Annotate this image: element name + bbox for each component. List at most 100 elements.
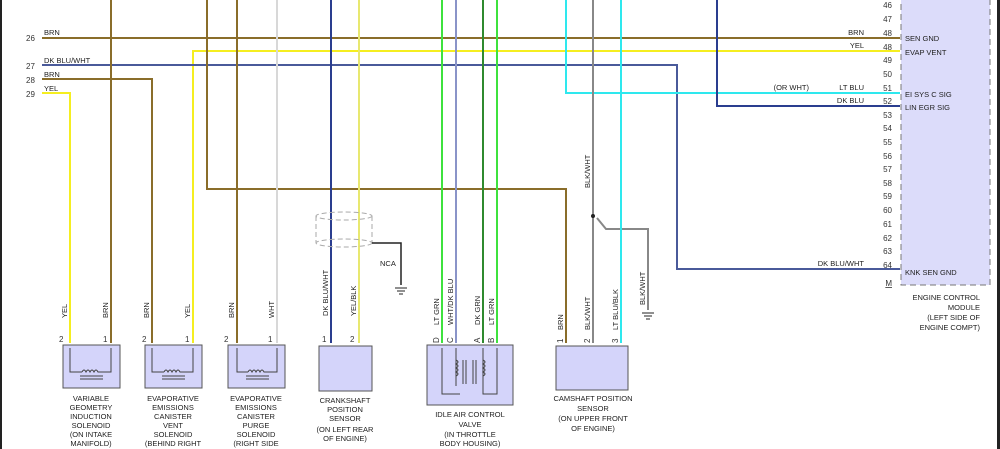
vgis-solenoid [62,344,121,389]
svg-text:64: 64 [883,261,892,270]
svg-text:LIN EGR SIG: LIN EGR SIG [905,103,950,112]
svg-text:BLK/WHT: BLK/WHT [583,154,592,188]
svg-text:2: 2 [350,335,355,344]
ecm-box [900,0,991,286]
svg-text:BRN: BRN [227,302,236,318]
svg-text:28: 28 [26,76,35,85]
svg-text:DK BLU/WHT: DK BLU/WHT [321,269,330,316]
svg-text:BLK/WHT: BLK/WHT [638,271,647,305]
svg-text:OF ENGINE): OF ENGINE) [571,424,615,433]
svg-text:(RIGHT SIDE: (RIGHT SIDE [233,439,278,448]
evap-vent-solenoid [144,344,203,389]
nca-label: NCA [380,259,396,268]
svg-text:SOLENOID: SOLENOID [72,421,111,430]
svg-text:LT BLU: LT BLU [839,83,864,92]
svg-text:BRN: BRN [142,302,151,318]
svg-text:GEOMETRY: GEOMETRY [70,403,113,412]
svg-text:IDLE AIR CONTROL: IDLE AIR CONTROL [435,410,505,419]
svg-text:EMISSIONS: EMISSIONS [235,403,277,412]
svg-text:LT GRN: LT GRN [432,298,441,325]
svg-text:1: 1 [185,335,190,344]
svg-text:61: 61 [883,220,892,229]
ecm-signals: SEN GND EVAP VENT EI SYS C SIG LIN EGR S… [905,34,957,277]
svg-text:OF ENGINE): OF ENGINE) [323,434,367,443]
svg-text:EVAP VENT: EVAP VENT [905,48,947,57]
crankshaft-sensor [318,345,373,392]
svg-text:63: 63 [883,247,892,256]
ckp-shield: NCA [315,211,402,285]
svg-text:52: 52 [883,97,892,106]
wire-yel-evap-vent [192,50,900,343]
svg-text:2: 2 [224,335,229,344]
svg-text:DK BLU: DK BLU [837,96,864,105]
svg-text:57: 57 [883,165,892,174]
wire-labels: YEL BRN BRN YEL BRN WHT DK BLU/WHT YEL/B… [60,154,647,330]
connector-id: M [885,279,892,288]
svg-text:50: 50 [883,70,892,79]
svg-text:(LEFT SIDE OF: (LEFT SIDE OF [927,313,980,322]
svg-text:51: 51 [883,84,892,93]
right-edge [997,0,1000,449]
svg-text:(ON UPPER FRONT: (ON UPPER FRONT [558,414,628,423]
svg-text:(IN THROTTLE: (IN THROTTLE [444,430,496,439]
svg-text:48: 48 [883,29,892,38]
wire-dkblu-52 [716,0,900,107]
svg-text:YEL: YEL [44,84,58,93]
svg-text:DK GRN: DK GRN [473,296,482,325]
svg-text:YEL: YEL [850,41,864,50]
svg-text:55: 55 [883,138,892,147]
svg-text:B: B [487,338,496,343]
svg-text:VENT: VENT [163,421,183,430]
svg-text:2: 2 [583,338,592,343]
svg-text:BRN: BRN [101,302,110,318]
ecm-label: ENGINE CONTROL MODULE (LEFT SIDE OF ENGI… [912,293,980,332]
svg-text:EVAPORATIVE: EVAPORATIVE [230,394,282,403]
svg-text:SENSOR: SENSOR [577,404,609,413]
svg-text:EVAPORATIVE: EVAPORATIVE [147,394,199,403]
svg-text:53: 53 [883,111,892,120]
left-edge [0,0,2,449]
svg-text:SOLENOID: SOLENOID [237,430,276,439]
wire-brn-cam [206,0,567,343]
svg-text:SENSOR: SENSOR [329,414,361,423]
svg-text:VARIABLE: VARIABLE [73,394,109,403]
svg-text:1: 1 [322,335,327,344]
svg-text:CANISTER: CANISTER [237,412,276,421]
svg-text:D: D [432,337,441,343]
svg-text:(ON INTAKE: (ON INTAKE [70,430,112,439]
svg-text:3: 3 [611,338,620,343]
svg-text:1: 1 [103,335,108,344]
svg-text:WHT: WHT [267,301,276,318]
svg-text:C: C [446,337,455,343]
svg-text:EMISSIONS: EMISSIONS [152,403,194,412]
svg-text:BLK/WHT: BLK/WHT [583,296,592,330]
svg-text:60: 60 [883,206,892,215]
svg-text:YEL/BLK: YEL/BLK [349,286,358,316]
svg-text:VALVE: VALVE [458,420,481,429]
splice-dot [591,214,595,218]
svg-text:62: 62 [883,234,892,243]
svg-text:1: 1 [268,335,273,344]
svg-text:49: 49 [883,56,892,65]
svg-text:BRN: BRN [556,314,565,330]
svg-text:SOLENOID: SOLENOID [154,430,193,439]
svg-text:2: 2 [142,335,147,344]
svg-text:MANIFOLD): MANIFOLD) [70,439,112,448]
svg-text:59: 59 [883,192,892,201]
svg-text:MODULE: MODULE [948,303,980,312]
svg-text:2: 2 [59,335,64,344]
svg-text:(OR WHT): (OR WHT) [774,83,810,92]
svg-text:SEN GND: SEN GND [905,34,940,43]
evap-purge-solenoid [227,344,286,389]
wire-yel-29 [42,92,71,343]
svg-text:WHT/DK BLU: WHT/DK BLU [446,279,455,325]
iac-valve [426,344,514,406]
svg-text:ENGINE CONTROL: ENGINE CONTROL [912,293,980,302]
svg-text:54: 54 [883,124,892,133]
